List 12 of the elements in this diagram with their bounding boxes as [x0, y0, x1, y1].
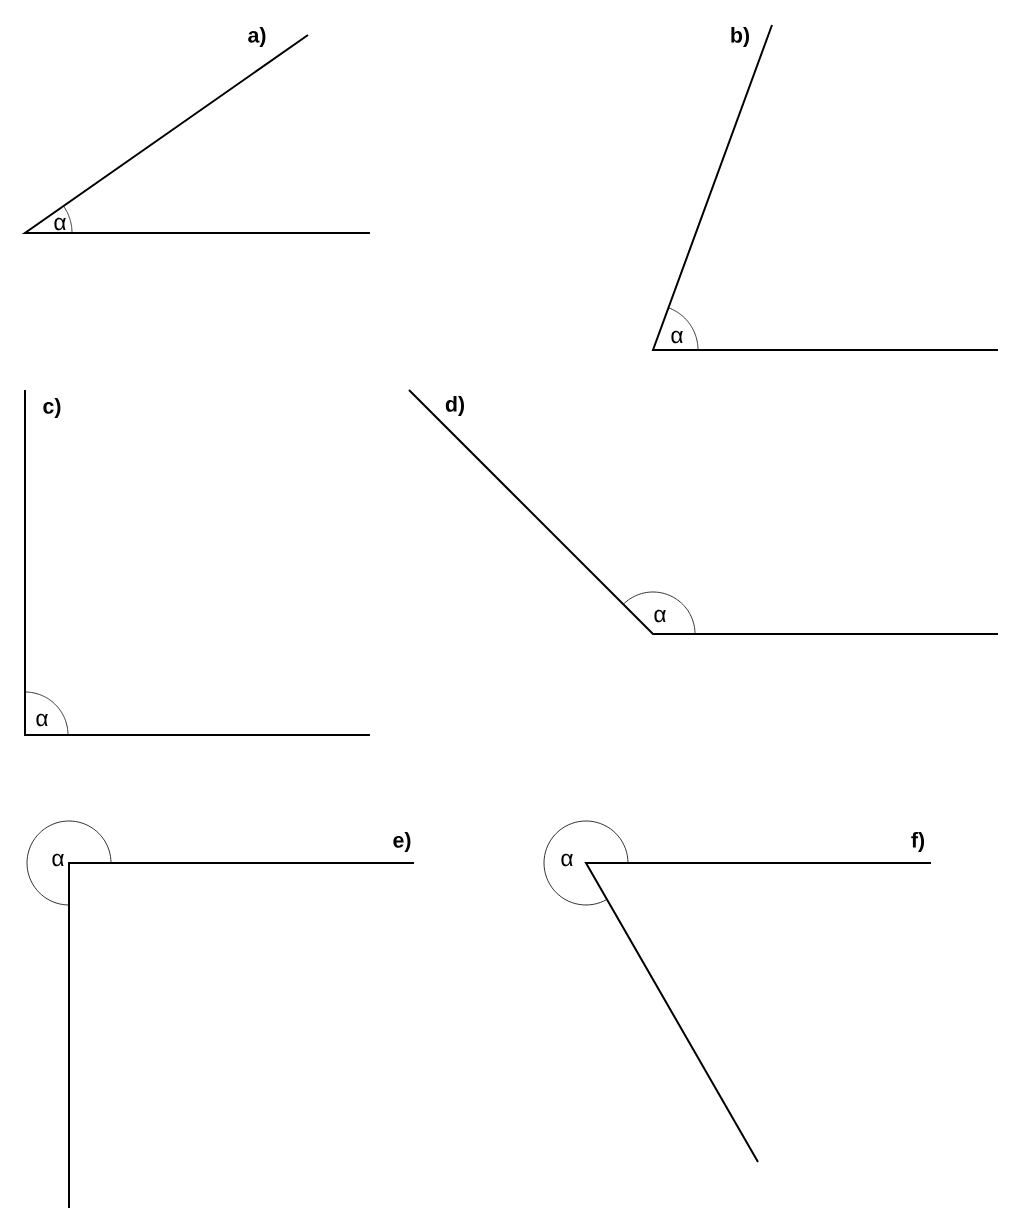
angle-label: α [671, 330, 683, 344]
angle-label: α [54, 217, 66, 231]
part-label: c) [43, 398, 61, 418]
part-label: b) [731, 27, 749, 47]
angle-label: α [52, 853, 64, 867]
part-label: a) [248, 27, 266, 47]
angle-label: α [36, 713, 48, 727]
angle-label: α [654, 609, 666, 623]
part-label: f) [911, 832, 925, 852]
part-label: d) [445, 396, 464, 416]
part-label: e) [393, 832, 411, 852]
angle-label: α [561, 853, 573, 867]
